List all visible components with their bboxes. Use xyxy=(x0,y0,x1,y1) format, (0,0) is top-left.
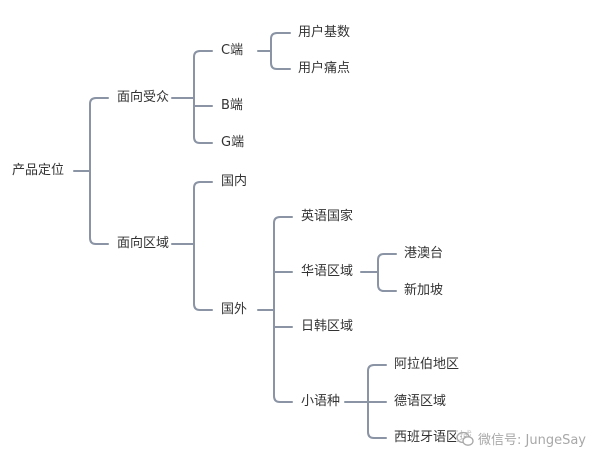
node-singapore: 新加坡 xyxy=(404,283,444,298)
node-audience: 面向受众 xyxy=(117,90,170,105)
node-german: 德语区域 xyxy=(394,394,447,409)
node-root: 产品定位 xyxy=(12,163,65,178)
node-domestic: 国内 xyxy=(221,174,248,189)
link-chinese-spine xyxy=(377,253,385,292)
node-region: 面向区域 xyxy=(117,236,170,251)
node-g-end: G端 xyxy=(221,135,245,150)
node-chinese: 华语区域 xyxy=(301,264,354,279)
node-c-end: C端 xyxy=(221,43,244,58)
node-spanish: 西班牙语区域 xyxy=(394,430,473,445)
link-root-spine xyxy=(89,97,97,245)
wechat-watermark: 微信号: JungeSay xyxy=(456,429,586,448)
node-user-pain: 用户痛点 xyxy=(298,61,351,76)
link-overseas-spine xyxy=(273,216,281,403)
node-hk-mo-tw: 港澳台 xyxy=(404,246,444,261)
link-audience-spine xyxy=(193,50,201,144)
node-b-end: B端 xyxy=(221,98,243,113)
node-english: 英语国家 xyxy=(301,209,354,224)
watermark-text: 微信号: JungeSay xyxy=(478,433,586,448)
link-region-spine xyxy=(193,181,201,311)
node-minor-lang: 小语种 xyxy=(301,394,341,409)
node-arabic: 阿拉伯地区 xyxy=(394,357,460,372)
node-jpkr: 日韩区域 xyxy=(301,319,354,334)
node-overseas: 国外 xyxy=(221,302,248,317)
node-user-base: 用户基数 xyxy=(298,25,351,40)
wechat-icon xyxy=(456,431,474,446)
link-c-end-spine xyxy=(270,32,278,70)
